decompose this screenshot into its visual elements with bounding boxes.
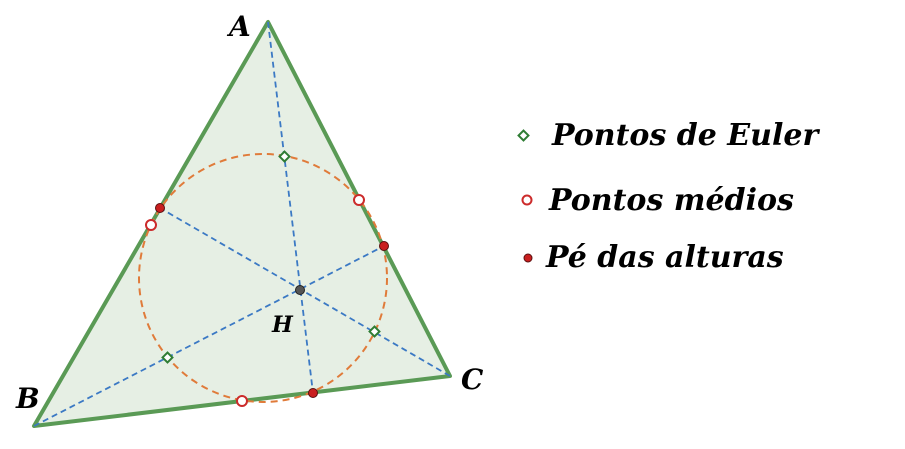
midpoint-ac: [353, 194, 365, 206]
vertex-label-b: B: [15, 382, 40, 415]
legend-foot-label: Pé das alturas: [545, 240, 784, 275]
legend-euler-marker: [517, 129, 530, 142]
vertex-label-a: A: [226, 10, 251, 43]
euler-point-a: [278, 150, 291, 163]
legend-midpoint-marker: [521, 194, 533, 206]
legend-euler-label: Pontos de Euler: [551, 118, 820, 153]
foot-on-ac: [379, 241, 389, 251]
nine-point-circle: [138, 153, 388, 403]
midpoint-ab: [145, 219, 157, 231]
legend-foot-marker: [523, 253, 533, 263]
legend-midpoint-label: Pontos médios: [548, 183, 794, 218]
orthocenter-point: [295, 285, 305, 295]
altitude-from-a: [267, 21, 314, 394]
altitude-from-c: [159, 207, 451, 377]
vertex-label-c: C: [461, 363, 484, 396]
midpoint-bc: [236, 395, 248, 407]
triangle-abc: [32, 20, 452, 428]
foot-on-bc: [308, 388, 318, 398]
foot-on-ab: [155, 203, 165, 213]
orthocenter-label: H: [271, 312, 294, 338]
euler-point-b: [161, 351, 174, 364]
altitude-from-b: [33, 245, 385, 427]
euler-point-c: [368, 325, 381, 338]
